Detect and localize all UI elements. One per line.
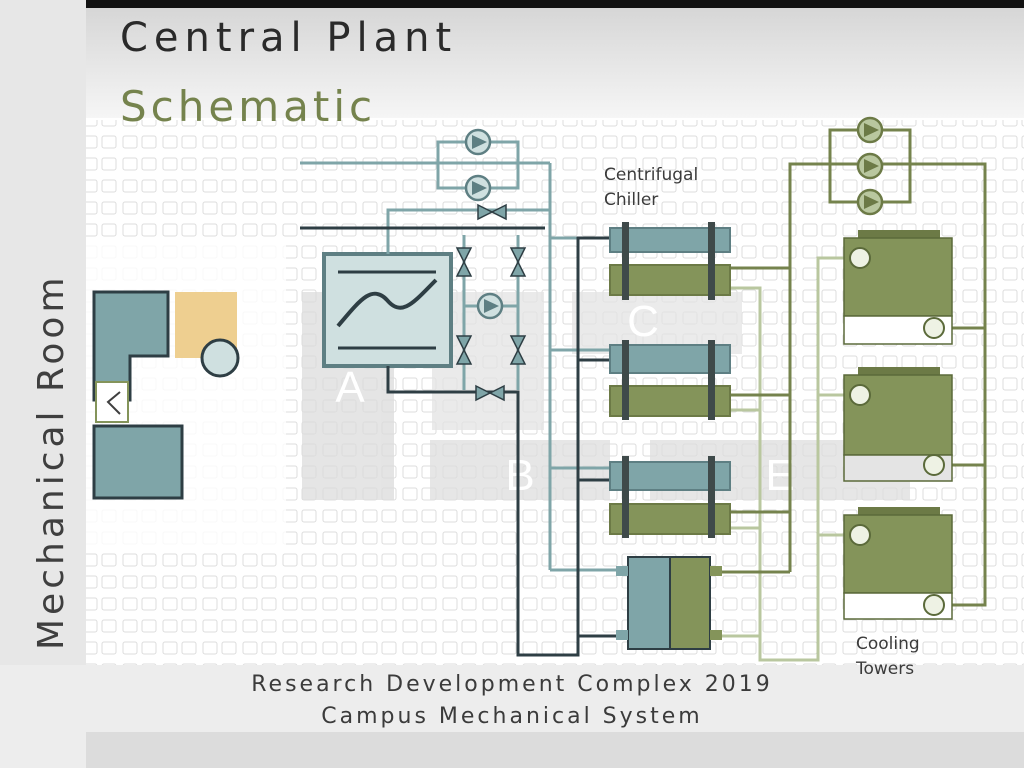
pump-icon: [856, 116, 884, 144]
left-band: [0, 0, 86, 768]
absorption-chiller: [616, 556, 722, 650]
condenser-return-branches: [722, 164, 792, 574]
pump-icon: [856, 188, 884, 216]
chiller-unit-1: [609, 222, 731, 300]
valve-left-upper: [455, 247, 473, 277]
footer-line-2: Campus Mechanical System: [321, 704, 703, 729]
chiller-nozzle: [616, 566, 628, 576]
chiller-unit-3: [609, 456, 731, 538]
condenser-water-pumps: [856, 116, 884, 216]
pump-icon: [476, 292, 504, 320]
tower-casing: [843, 237, 953, 317]
chiller-strap: [708, 340, 715, 420]
tower-outlet-icon: [923, 317, 945, 339]
footer-bottom-strip: [86, 732, 1024, 768]
cooling-tower-callout: Cooling Towers: [856, 634, 920, 679]
absorption-chiller-condenser: [669, 556, 711, 650]
tower-fan-deck: [858, 367, 940, 377]
valve-right-lower: [509, 335, 527, 365]
chilled-water-pumps: [464, 128, 504, 320]
chiller-nozzle: [710, 566, 722, 576]
cooling-tower-1: [843, 230, 953, 345]
chiller-unit-2: [609, 340, 731, 420]
chiller-strap: [622, 222, 629, 300]
inset-chiller-room: [92, 290, 170, 402]
pump-icon: [464, 174, 492, 202]
pump-icon: [856, 152, 884, 180]
return-branches: [578, 358, 616, 638]
inset-tank-icon: [200, 338, 240, 378]
valve-left-lower: [455, 335, 473, 365]
return-riser: [386, 236, 610, 657]
footer-line-1: Research Development Complex 2019: [251, 672, 773, 697]
chevron-left-icon: [106, 391, 121, 415]
condenser-return: [730, 162, 987, 607]
chiller-strap: [622, 456, 629, 538]
title-band: [86, 8, 1024, 118]
tower-outlet-icon: [923, 454, 945, 476]
chiller-callout: Centrifugal Chiller: [604, 165, 699, 210]
chiller-nozzle: [710, 630, 722, 640]
building-block-b: [430, 440, 610, 500]
chiller-strap: [708, 222, 715, 300]
pump-bypass-loop: [436, 140, 520, 190]
chiller-nozzle: [616, 630, 628, 640]
cooling-tower-3: [843, 507, 953, 620]
page-title: Central Plant: [120, 15, 458, 61]
valve-right-upper: [509, 247, 527, 277]
tower-fan-deck: [858, 507, 940, 517]
floor-plan-inset: [92, 290, 240, 500]
absorption-chiller-evaporator: [627, 556, 671, 650]
inset-door: [95, 381, 129, 423]
valve-bottom: [475, 384, 505, 402]
top-rule: [0, 0, 1024, 8]
tower-inlet-icon: [849, 247, 871, 269]
return-piping: [300, 226, 616, 657]
block-b-label: B: [505, 451, 534, 500]
tower-inlet-icon: [849, 384, 871, 406]
sidebar-vertical-label: Mechanical Room: [31, 273, 72, 650]
chiller-strap: [708, 456, 715, 538]
block-a-label: A: [335, 363, 365, 412]
block-c-label: C: [627, 297, 659, 346]
pump-icon: [464, 128, 492, 156]
chiller-strap: [622, 340, 629, 420]
inset-pump-room: [92, 424, 184, 500]
tower-fan-deck: [858, 230, 940, 240]
cooling-tower-2: [843, 367, 953, 482]
heat-exchanger: [322, 252, 453, 368]
valves: [455, 203, 527, 402]
chiller-bank: [609, 222, 731, 650]
page-subtitle: Schematic: [120, 82, 377, 131]
tower-outlet-icon: [923, 594, 945, 616]
tower-pump-loop: [828, 128, 912, 204]
condenser-branches: [722, 408, 760, 638]
condenser-supply: [730, 256, 850, 662]
tower-inlet-icon: [849, 524, 871, 546]
valve-top: [477, 203, 507, 221]
exchanger-wave: [336, 278, 438, 328]
cooling-towers: [843, 230, 953, 620]
